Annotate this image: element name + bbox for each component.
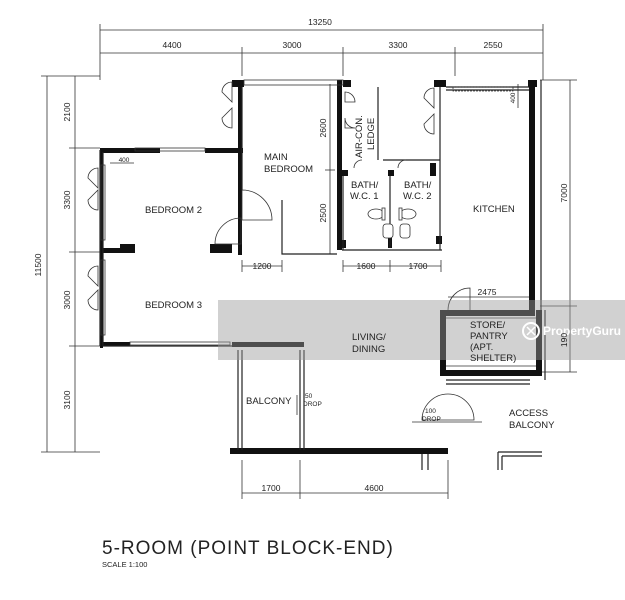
label-bedroom-2: BEDROOM 2 (145, 205, 202, 216)
label-door-drop-2: DROP (422, 416, 441, 423)
label-bedroom-3: BEDROOM 3 (145, 300, 202, 311)
dim-top-4: 2550 (484, 40, 503, 50)
plan-scale: SCALE 1:100 (102, 560, 147, 569)
dim-bath-1700: 1700 (409, 261, 428, 271)
label-door-drop-1: 100 (425, 408, 436, 415)
dim-main-bed-2600: 2600 (318, 118, 328, 137)
dim-left-2: 3300 (62, 190, 72, 209)
dim-store-2475: 2475 (478, 287, 497, 297)
dim-overall-height: 11500 (33, 253, 43, 276)
label-living-1: LIVING/ (352, 332, 386, 343)
label-bath2-1: BATH/ (404, 180, 432, 191)
label-store-4: SHELTER) (470, 353, 516, 364)
bath-fixtures (367, 207, 417, 239)
label-bath1-1: BATH/ (351, 180, 379, 191)
plan-title: 5-ROOM (POINT BLOCK-END) (102, 538, 394, 559)
dim-bottom-1: 1700 (262, 483, 281, 493)
label-main-bedroom-2: BEDROOM (264, 164, 313, 175)
watermark-logo (522, 322, 540, 340)
label-air-con-1: AIR-CON. (354, 115, 365, 158)
label-balcony: BALCONY (246, 396, 292, 407)
window-casements (87, 81, 435, 311)
label-store-1: STORE/ (470, 320, 506, 331)
dim-bedroom-400: 400 (119, 157, 130, 164)
dim-top-1: 4400 (163, 40, 182, 50)
dim-overall-width: 13250 (308, 17, 332, 27)
dim-kitchen-400: 400 (510, 92, 517, 103)
watermark-band (218, 300, 625, 360)
dim-main-bed-2500: 2500 (318, 203, 328, 222)
store-shelves (446, 317, 536, 367)
label-store-2: PANTRY (470, 331, 508, 342)
dim-left-1: 2100 (62, 102, 72, 121)
label-balcony-drop-2: DROP (303, 401, 322, 408)
dim-door-1200: 1200 (253, 261, 272, 271)
dim-left-3: 3000 (62, 290, 72, 309)
label-kitchen: KITCHEN (473, 204, 515, 215)
dim-left-4: 3100 (62, 390, 72, 409)
dimension-lines (41, 24, 577, 499)
label-access-balcony-2: BALCONY (509, 420, 555, 431)
dim-bottom-2: 4600 (365, 483, 384, 493)
dim-bath-1600: 1600 (357, 261, 376, 271)
watermark-text: PropertyGuru (543, 324, 621, 338)
label-store-3: (APT. (470, 342, 493, 353)
label-bath1-2: W.C. 1 (350, 191, 379, 202)
dim-top-3: 3300 (389, 40, 408, 50)
label-access-balcony-1: ACCESS (509, 408, 548, 419)
thin-walls (99, 80, 546, 470)
label-bath2-2: W.C. 2 (403, 191, 432, 202)
windows (100, 79, 514, 346)
doors (214, 189, 482, 423)
label-living-2: DINING (352, 344, 385, 355)
walls (100, 80, 542, 454)
dim-top-2: 3000 (283, 40, 302, 50)
label-air-con-2: LEDGE (366, 118, 377, 150)
label-main-bedroom-1: MAIN (264, 152, 288, 163)
dim-right-small: 190 (559, 333, 569, 347)
label-balcony-drop-1: 50 (305, 393, 313, 400)
dim-right: 7000 (559, 183, 569, 202)
